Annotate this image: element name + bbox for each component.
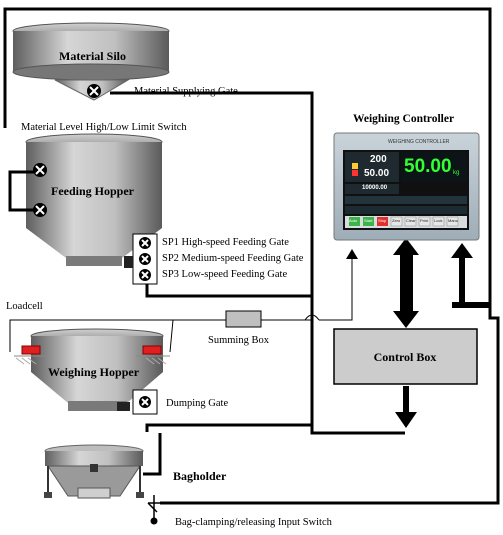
sp1-gate-icon — [139, 237, 151, 249]
controller-arrows — [346, 238, 490, 428]
sp3-label: SP3 Low-speed Feeding Gate — [162, 269, 288, 280]
loadcell-left — [14, 345, 50, 365]
controller-title: Weighing Controller — [353, 113, 455, 125]
controller-unit: kg — [453, 170, 460, 176]
material-silo — [12, 22, 170, 101]
supply-gate-icon — [87, 84, 101, 98]
controller-btn-6: Print — [420, 218, 429, 223]
controller-btn-8: Manu — [448, 218, 459, 223]
sp2-label: SP2 Medium-speed Feeding Gate — [162, 253, 304, 264]
controller-main-value: 50.00 — [404, 156, 452, 177]
sp2-gate-icon — [139, 253, 151, 265]
dumping-gate-icon — [139, 396, 151, 408]
level-switch-label: Material Level High/Low Limit Switch — [21, 122, 187, 133]
supply-gate-label: Material Supplying Gate — [134, 86, 238, 97]
bag-switch-label: Bag-clamping/releasing Input Switch — [175, 517, 332, 528]
weighing-hopper-label: Weighing Hopper — [48, 365, 140, 379]
controller-target-value: 200 — [370, 154, 387, 165]
feeding-hopper — [25, 133, 163, 266]
dumping-gate-label: Dumping Gate — [166, 398, 229, 409]
sp3-gate-icon — [139, 269, 151, 281]
controller-btn-3: Stop — [378, 218, 387, 223]
summing-box-graphic — [225, 310, 262, 328]
summing-box-label: Summing Box — [208, 335, 269, 346]
bag-switch-icon — [147, 495, 162, 525]
weighing-hopper — [30, 328, 164, 411]
wiring — [3, 7, 500, 505]
controller-panel-header: WEIGHING CONTROLLER — [388, 139, 450, 145]
controller-btn-7: Lock — [434, 218, 443, 223]
bagholder-label: Bagholder — [173, 469, 227, 483]
bagholder-graphic — [44, 444, 144, 499]
controller-device — [333, 132, 480, 241]
controller-btn-1: Auto — [349, 218, 358, 223]
feeding-hopper-label: Feeding Hopper — [51, 184, 134, 198]
loadcell-label: Loadcell — [6, 301, 43, 312]
level-switch-high-icon — [33, 163, 47, 177]
controller-btn-2: Start — [364, 218, 373, 223]
level-switch-low-icon — [33, 203, 47, 217]
controller-tolerance-value: 50.00 — [364, 168, 390, 179]
sp1-label: SP1 High-speed Feeding Gate — [162, 237, 289, 248]
loadcell-wiring — [9, 255, 353, 353]
loadcell-right — [136, 345, 170, 365]
controller-btn-5: Clear — [406, 218, 416, 223]
gate-symbols — [33, 84, 158, 415]
control-box-label: Control Box — [373, 350, 437, 364]
controller-btn-4: Zero — [392, 218, 401, 223]
silo-label: Material Silo — [59, 49, 126, 63]
control-box-graphic — [333, 328, 478, 385]
controller-total-value: 10000.00 — [362, 185, 388, 191]
